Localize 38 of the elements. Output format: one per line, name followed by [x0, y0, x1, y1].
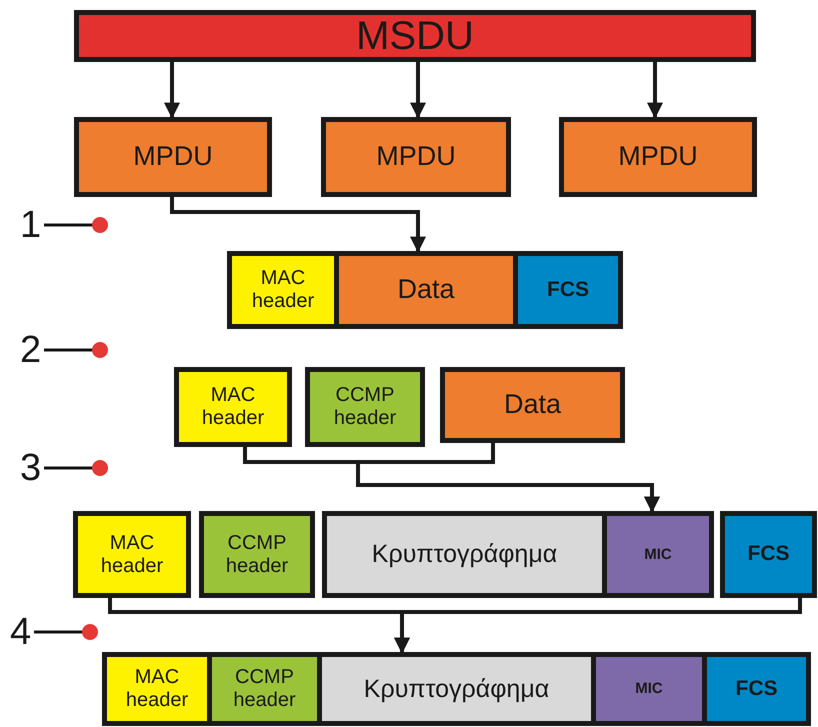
ccmp-header-field: [305, 367, 425, 447]
field-label: MIC: [644, 546, 672, 564]
field-label: MAC header: [200, 384, 266, 430]
arrow: [170, 197, 426, 253]
arrow: [647, 62, 663, 119]
ccmp-header-field: [199, 511, 315, 598]
step-number: 3: [20, 449, 42, 487]
field-label: Κρυπτογράφημα: [364, 674, 550, 704]
step-number: 4: [10, 613, 32, 651]
mac-header-field: [73, 511, 191, 598]
data-field: [440, 367, 625, 443]
msdu-bar: [74, 10, 756, 62]
field-label: Data: [397, 274, 455, 306]
field-label: Κρυπτογράφημα: [372, 540, 558, 569]
field-label: Data: [504, 389, 562, 421]
mpdu-box: [74, 117, 272, 197]
step-number: 1: [20, 206, 42, 244]
field-label: FCS: [748, 542, 790, 567]
step-number: 2: [20, 331, 42, 369]
field-label: MIC: [635, 680, 663, 698]
mac-header-field: [174, 367, 292, 447]
field-label: MSDU: [356, 13, 474, 59]
arrow: [410, 62, 426, 119]
field-label: MPDU: [618, 141, 698, 173]
field-label: MAC header: [100, 532, 164, 578]
field-label: CCMP header: [224, 532, 290, 578]
field-label: CCMP header: [332, 384, 398, 430]
fcs-field: [720, 511, 817, 598]
field-label: MPDU: [376, 141, 456, 173]
field-label: MAC header: [124, 666, 190, 712]
arrow: [164, 62, 180, 119]
mpdu-box: [559, 117, 757, 197]
field-label: FCS: [736, 676, 778, 702]
field-label: CCMP header: [232, 666, 297, 712]
field-label: MPDU: [133, 141, 213, 173]
field-label: FCS: [547, 278, 589, 302]
mpdu-box: [321, 117, 511, 197]
field-label: MAC header: [250, 267, 316, 313]
